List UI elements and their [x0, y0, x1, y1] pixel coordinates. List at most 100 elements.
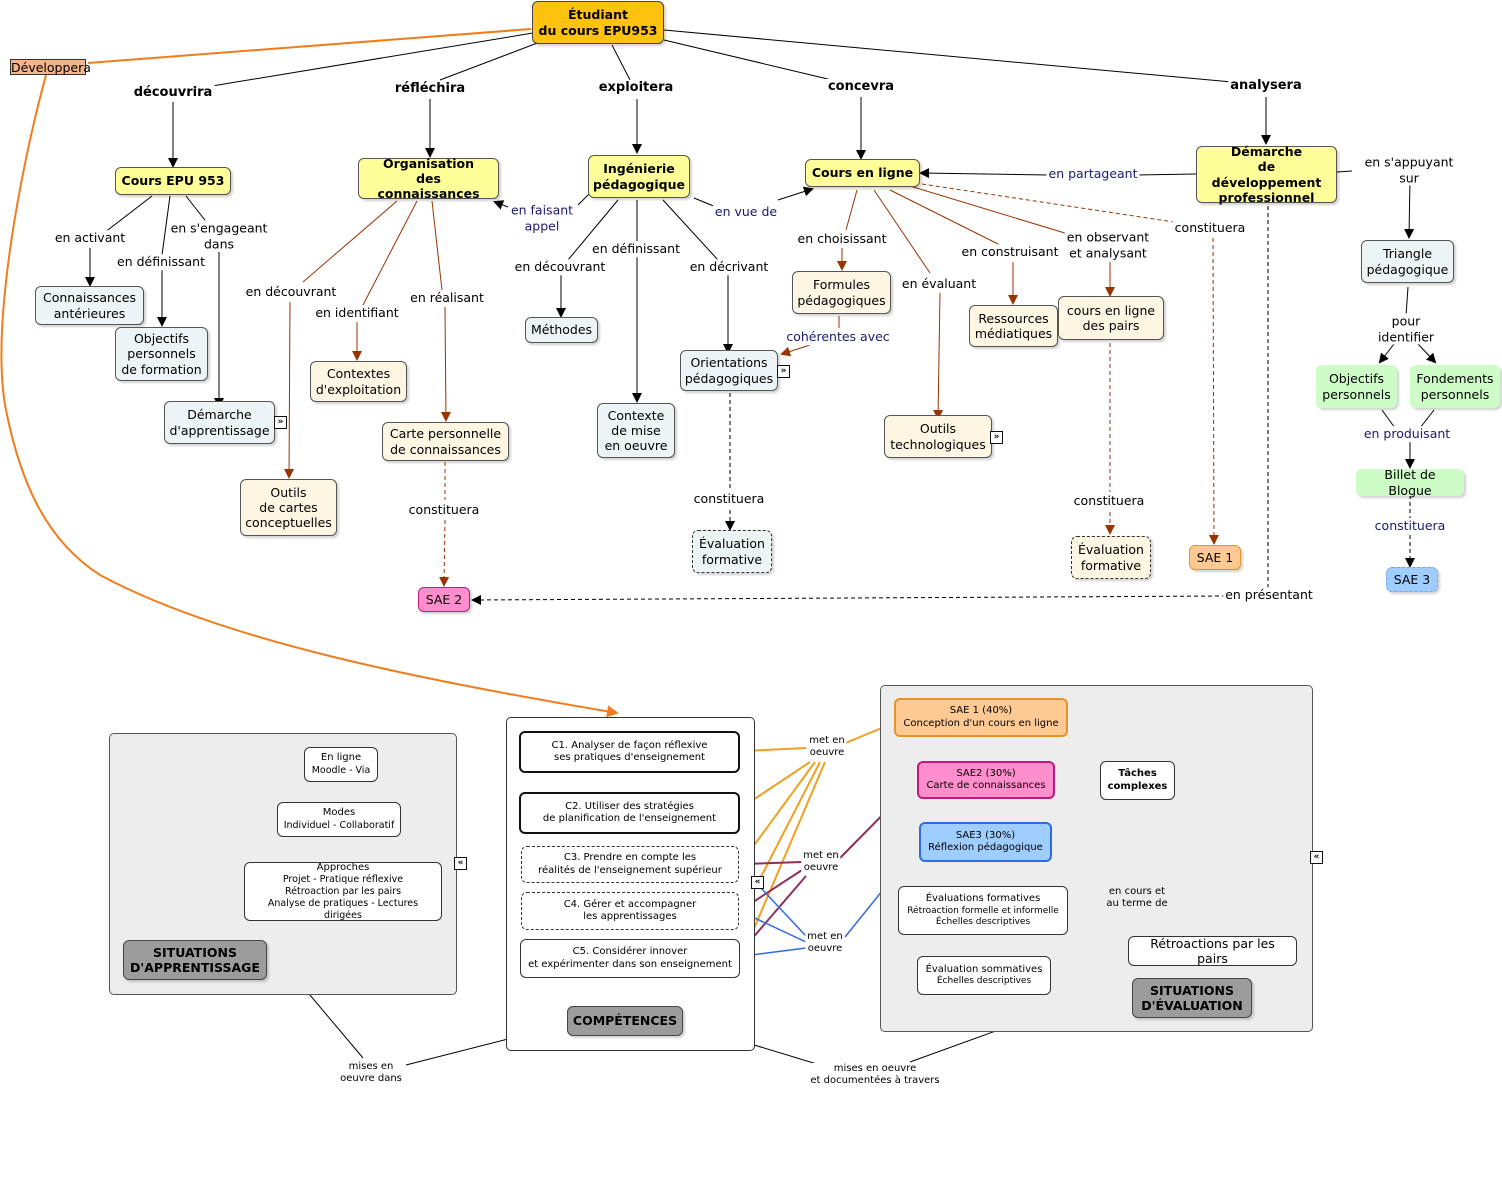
root-node-etudiant[interactable]: Étudiant du cours EPU953: [532, 1, 664, 44]
link-label: constituera: [1172, 220, 1248, 236]
node-en-ligne[interactable]: En ligne Moodle - Via: [304, 747, 378, 782]
link-label: constituera: [691, 491, 767, 507]
en-ligne-title: En ligne: [320, 752, 362, 764]
link-label: en réalisant: [408, 290, 486, 306]
node-objectifs-formation[interactable]: Objectifs personnels de formation: [115, 327, 208, 381]
link-label: pour identifier: [1375, 313, 1437, 345]
link-label: en produisant: [1361, 426, 1453, 442]
link-label: met en oeuvre: [801, 850, 841, 874]
formatives-sub: Rétroaction formelle et informelle Échel…: [907, 905, 1059, 927]
link-label: en présentant: [1223, 587, 1315, 603]
link-label: met en oeuvre: [805, 931, 845, 955]
expand-icon[interactable]: »: [990, 431, 1003, 444]
node-organisation-connaissances[interactable]: Organisation des connaissances: [358, 156, 499, 201]
node-objectifs-personnels[interactable]: Objectifs personnels: [1316, 365, 1397, 408]
node-eval-sae2[interactable]: SAE2 (30%) Carte de connaissances: [917, 761, 1055, 799]
link-label: en partageant: [1046, 166, 1140, 182]
node-modes[interactable]: Modes Individuel - Collaboratif: [277, 802, 401, 837]
link-label: constituera: [406, 502, 482, 518]
link-label: en s'engageant dans: [168, 220, 270, 252]
node-fondements-personnels[interactable]: Fondements personnels: [1410, 365, 1500, 408]
node-triangle-pedagogique[interactable]: Triangle pédagogique: [1361, 240, 1454, 283]
link-label: en découvrant: [243, 284, 339, 300]
link-label: en vue de: [712, 204, 780, 220]
node-competence-c3[interactable]: C3. Prendre en compte les réalités de l'…: [521, 846, 739, 883]
node-retroactions-pairs[interactable]: Rétroactions par les pairs: [1128, 936, 1297, 966]
node-competence-c4[interactable]: C4. Gérer et accompagner les apprentissa…: [521, 892, 739, 930]
node-competence-c1[interactable]: C1. Analyser de façon réflexive ses prat…: [519, 731, 740, 773]
node-ressources-mediatiques[interactable]: Ressources médiatiques: [969, 305, 1058, 347]
link-label: en faisant appel: [508, 202, 576, 234]
collapse-icon[interactable]: «: [454, 857, 467, 870]
link-label: met en oeuvre: [807, 735, 847, 759]
node-evaluations-formatives[interactable]: Évaluations formatives Rétroaction forme…: [898, 886, 1068, 935]
node-orientations-pedagogiques[interactable]: Orientations pédagogiques: [680, 350, 778, 391]
approches-title: Approches: [316, 861, 370, 873]
link-label: en s'appuyant sur: [1362, 154, 1456, 186]
node-carte-personnelle[interactable]: Carte personnelle de connaissances: [382, 422, 509, 461]
node-methodes[interactable]: Méthodes: [525, 317, 598, 343]
collapse-icon[interactable]: «: [751, 876, 764, 889]
node-eval-sae1[interactable]: SAE 1 (40%) Conception d'un cours en lig…: [894, 698, 1068, 737]
link-label: en activant: [52, 230, 128, 246]
modes-title: Modes: [322, 807, 356, 819]
link-label: en définissant: [590, 241, 682, 257]
node-contexte-mise-oeuvre[interactable]: Contexte de mise en oeuvre: [597, 403, 675, 458]
node-eval-sae3[interactable]: SAE3 (30%) Réflexion pédagogique: [919, 822, 1052, 862]
node-competences-title[interactable]: COMPÉTENCES: [567, 1006, 683, 1036]
node-taches-complexes[interactable]: Tâches complexes: [1100, 761, 1175, 800]
link-label: en évaluant: [899, 276, 979, 292]
link-label: en décrivant: [687, 259, 771, 275]
node-situations-evaluation-title[interactable]: SITUATIONS D'ÉVALUATION: [1132, 978, 1252, 1018]
node-cours-epu953[interactable]: Cours EPU 953: [115, 167, 231, 195]
link-label: cohérentes avec: [784, 329, 892, 345]
link-label: en observant et analysant: [1064, 229, 1152, 261]
modes-sub: Individuel - Collaboratif: [283, 819, 395, 831]
node-contextes-exploitation[interactable]: Contextes d'exploitation: [310, 361, 407, 402]
expand-icon[interactable]: »: [777, 365, 790, 378]
node-billet-blogue[interactable]: Billet de Blogue: [1356, 467, 1464, 498]
node-sae1[interactable]: SAE 1: [1189, 545, 1241, 570]
en-ligne-sub: Moodle - Via: [311, 764, 371, 776]
node-outils-cartes[interactable]: Outils de cartes conceptuelles: [240, 479, 337, 536]
node-sae3[interactable]: SAE 3: [1386, 567, 1438, 592]
node-competence-c2[interactable]: C2. Utiliser des stratégies de planifica…: [519, 792, 740, 834]
node-approches[interactable]: Approches Projet - Pratique réflexive Ré…: [244, 862, 442, 921]
node-cours-en-ligne[interactable]: Cours en ligne: [805, 159, 920, 187]
link-label: exploitera: [596, 79, 676, 97]
node-ingenierie-pedagogique[interactable]: Ingénierie pédagogique: [588, 155, 690, 198]
link-label: en identifiant: [313, 305, 401, 321]
formatives-title: Évaluations formatives: [925, 893, 1041, 904]
node-competence-c5[interactable]: C5. Considérer innover et expérimenter d…: [520, 939, 740, 978]
collapse-icon[interactable]: «: [1310, 851, 1323, 864]
link-label: concevra: [825, 78, 897, 96]
link-label: découvrira: [131, 84, 215, 102]
node-evaluation-formative-2[interactable]: Évaluation formative: [1071, 536, 1151, 579]
expand-icon[interactable]: »: [274, 416, 287, 429]
node-demarche-developpement[interactable]: Démarche de développement professionnel: [1196, 144, 1337, 205]
link-label: en choisissant: [795, 231, 889, 247]
node-formules-pedagogiques[interactable]: Formules pédagogiques: [792, 271, 891, 314]
link-label: constituera: [1071, 493, 1147, 509]
link-label: en découvrant: [512, 259, 608, 275]
sommatives-sub: Échelles descriptives: [936, 976, 1032, 987]
link-label: en construisant: [959, 244, 1061, 260]
node-cours-pairs[interactable]: cours en ligne des pairs: [1058, 296, 1164, 340]
node-connaissances-anterieures[interactable]: Connaissances antérieures: [35, 286, 144, 325]
link-label: en cours et au terme de: [1104, 886, 1170, 910]
sommatives-title: Évaluation sommatives: [925, 963, 1043, 975]
node-sae2[interactable]: SAE 2: [418, 587, 470, 612]
node-evaluation-formative-1[interactable]: Évaluation formative: [692, 530, 772, 573]
link-label: analysera: [1228, 77, 1304, 95]
link-label: mises en oeuvre dans: [338, 1061, 404, 1085]
approches-sub: Projet - Pratique réflexive Rétroaction …: [267, 874, 419, 921]
developpera-link-label: Développera: [10, 59, 91, 75]
link-label: mises en oeuvre et documentées à travers: [808, 1063, 942, 1087]
node-outils-technologiques[interactable]: Outils technologiques: [884, 415, 992, 458]
node-demarche-apprentissage[interactable]: Démarche d'apprentissage: [164, 401, 275, 444]
link-label: en définissant: [115, 254, 207, 270]
link-label: constituera: [1372, 518, 1448, 534]
node-situations-apprentissage-title[interactable]: SITUATIONS D'APPRENTISSAGE: [123, 940, 267, 980]
node-evaluation-sommatives[interactable]: Évaluation sommatives Échelles descripti…: [917, 956, 1051, 995]
link-label: réfléchira: [392, 80, 468, 98]
